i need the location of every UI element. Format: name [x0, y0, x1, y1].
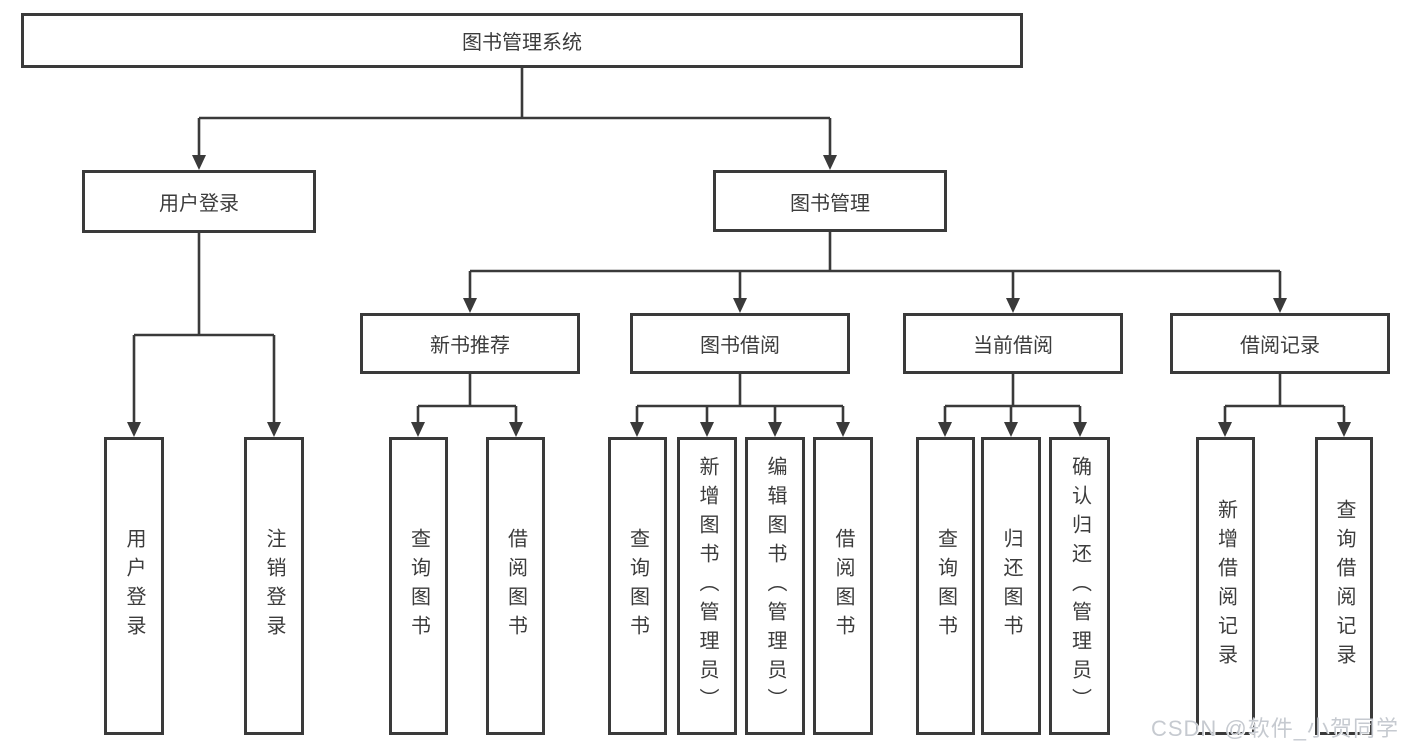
leaf-user-login-label: 用户登录 [123, 528, 145, 644]
node-root-label: 图书管理系统 [462, 32, 582, 54]
leaf-add-books-admin-label: 新增图书（管理员） [696, 455, 718, 717]
node-user-login-label: 用户登录 [159, 193, 239, 215]
leaf-add-books-admin: 新增图书（管理员） [677, 437, 737, 735]
leaf-logout-login-label: 注销登录 [263, 528, 285, 644]
leaf-query-borrow-record-label: 查询借阅记录 [1333, 499, 1355, 673]
node-book-management: 图书管理 [713, 170, 947, 232]
leaf-confirm-return-admin-label: 确认归还（管理员） [1068, 455, 1091, 717]
leaf-borrow-books-borrowing: 借阅图书 [813, 437, 873, 735]
leaf-borrow-books-recommend-label: 借阅图书 [504, 528, 527, 644]
leaf-query-books-borrowing-label: 查询图书 [626, 528, 649, 644]
node-book-borrowing-label: 图书借阅 [700, 335, 780, 357]
leaf-confirm-return-admin: 确认归还（管理员） [1049, 437, 1110, 735]
leaf-query-borrow-record: 查询借阅记录 [1315, 437, 1373, 735]
leaf-query-books-recommend: 查询图书 [389, 437, 448, 735]
leaf-return-books-label: 归还图书 [1000, 528, 1022, 644]
node-current-borrowing: 当前借阅 [903, 313, 1123, 374]
leaf-borrow-books-borrowing-label: 借阅图书 [832, 528, 854, 644]
leaf-query-books-current-label: 查询图书 [934, 528, 957, 644]
leaf-query-books-current: 查询图书 [916, 437, 975, 735]
node-new-book-recommend: 新书推荐 [360, 313, 580, 374]
node-book-management-label: 图书管理 [790, 192, 870, 215]
leaf-add-borrow-record-label: 新增借阅记录 [1214, 499, 1237, 673]
leaf-return-books: 归还图书 [981, 437, 1041, 735]
leaf-logout-login: 注销登录 [244, 437, 304, 735]
node-root: 图书管理系统 [21, 13, 1023, 68]
leaf-edit-books-admin: 编辑图书（管理员） [745, 437, 805, 735]
leaf-add-borrow-record: 新增借阅记录 [1196, 437, 1255, 735]
watermark: CSDN @软件_小贺同学 [1150, 716, 1399, 741]
leaf-user-login: 用户登录 [104, 437, 164, 735]
leaf-edit-books-admin-label: 编辑图书（管理员） [764, 455, 786, 717]
node-book-borrowing: 图书借阅 [630, 313, 850, 374]
leaf-query-books-borrowing: 查询图书 [608, 437, 667, 735]
node-user-login: 用户登录 [82, 170, 316, 233]
leaf-borrow-books-recommend: 借阅图书 [486, 437, 545, 735]
node-current-borrowing-label: 当前借阅 [973, 335, 1053, 357]
leaf-query-books-recommend-label: 查询图书 [407, 528, 430, 644]
node-borrowing-records-label: 借阅记录 [1240, 335, 1320, 357]
node-borrowing-records: 借阅记录 [1170, 313, 1390, 374]
node-new-book-recommend-label: 新书推荐 [430, 335, 510, 357]
